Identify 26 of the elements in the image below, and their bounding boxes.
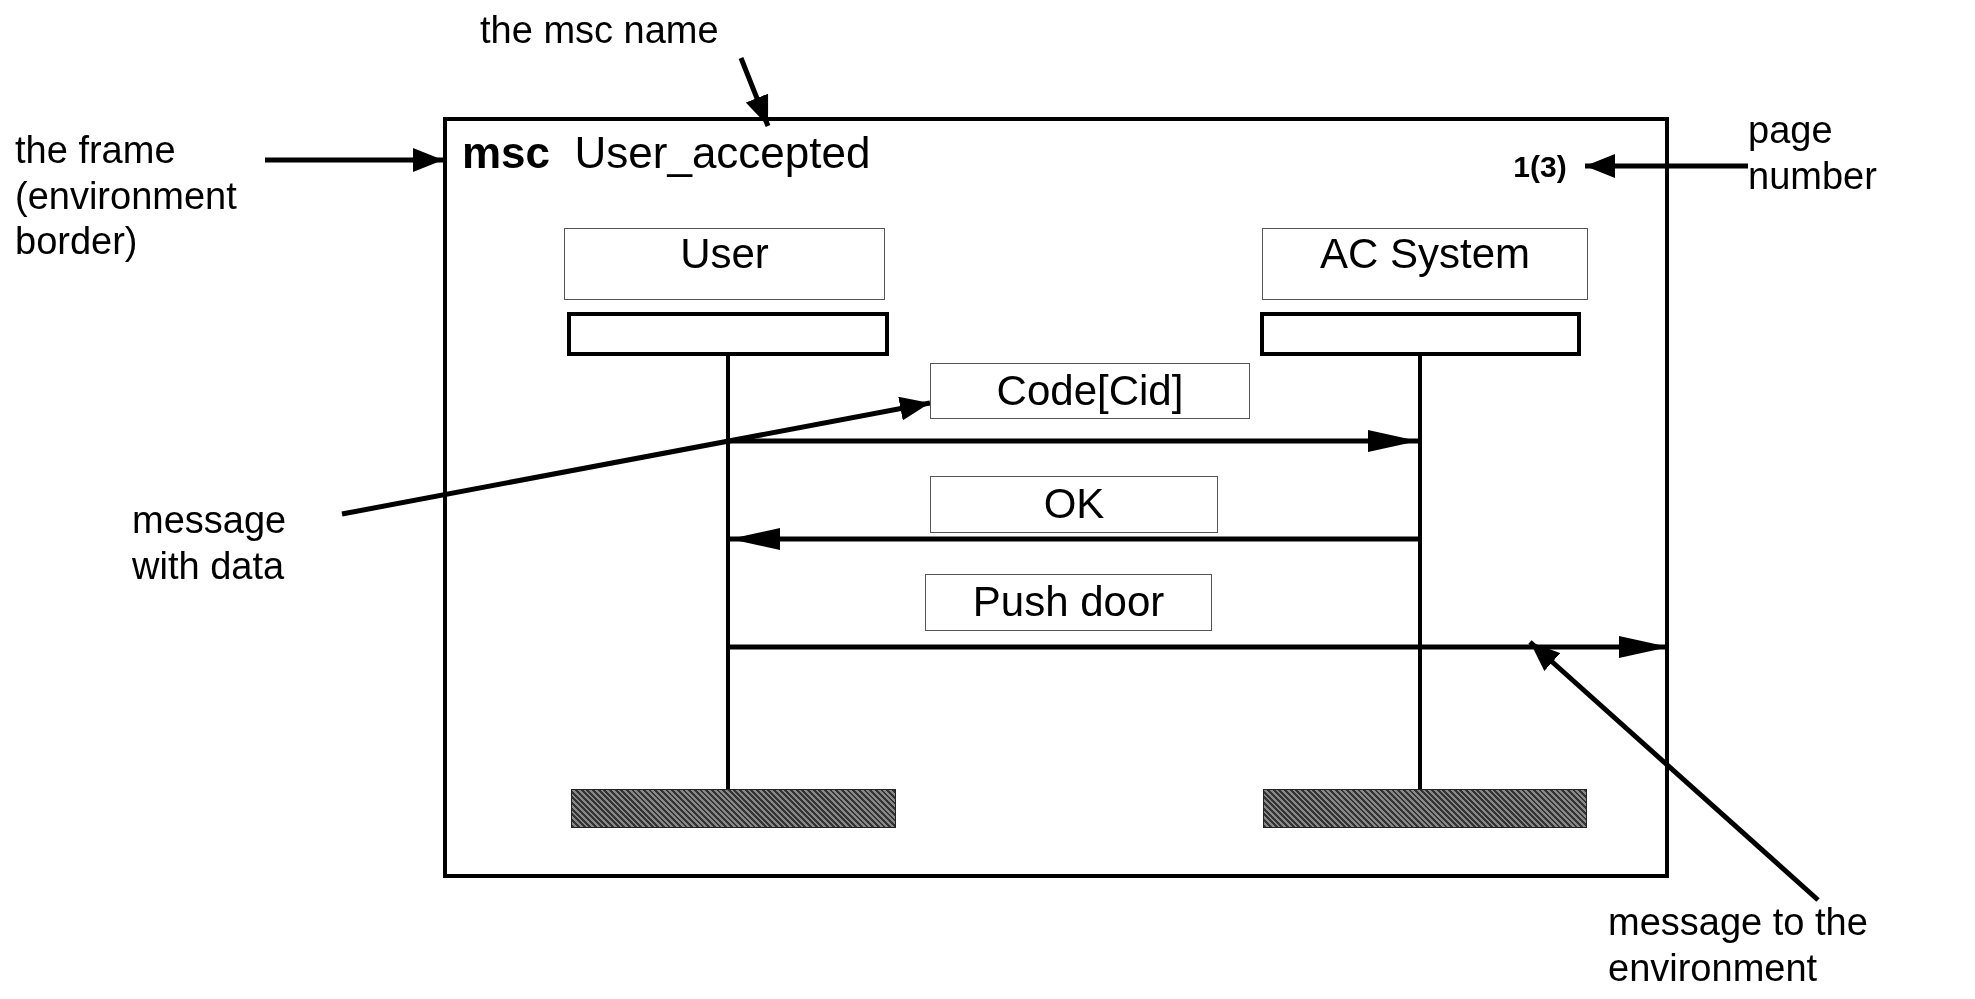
page-number: 1(3) <box>1495 145 1585 189</box>
annotation-text: message to the environment <box>1608 900 1898 999</box>
annotation-text: the msc name <box>480 8 800 58</box>
instance-head-bar <box>567 312 889 356</box>
annotation-arrow <box>1528 640 1820 902</box>
instance-end-bar <box>571 789 896 828</box>
instance-head-bar <box>1260 312 1581 356</box>
message-arrow <box>730 430 1418 452</box>
lifeline <box>1418 356 1422 789</box>
annotation-arrow <box>1585 154 1748 178</box>
instance-name-box: AC System <box>1262 228 1588 300</box>
instance-end-bar <box>1263 789 1587 828</box>
annotation-arrow <box>341 396 931 517</box>
msc-heading: msc User_accepted <box>462 126 1022 180</box>
message-label-box: OK <box>930 476 1218 533</box>
annotation-arrow <box>738 57 771 127</box>
annotation-text: the frame (environment border) <box>15 128 265 278</box>
message-label-box: Push door <box>925 574 1212 631</box>
annotation-text: message with data <box>132 498 342 608</box>
annotation-arrow <box>265 148 443 172</box>
instance-name-box: User <box>564 228 885 300</box>
annotation-text: page number <box>1748 108 1908 218</box>
lifeline <box>726 356 730 789</box>
message-label-box: Code[Cid] <box>930 363 1250 419</box>
msc-frame <box>443 117 1669 878</box>
message-arrow <box>730 528 1418 550</box>
